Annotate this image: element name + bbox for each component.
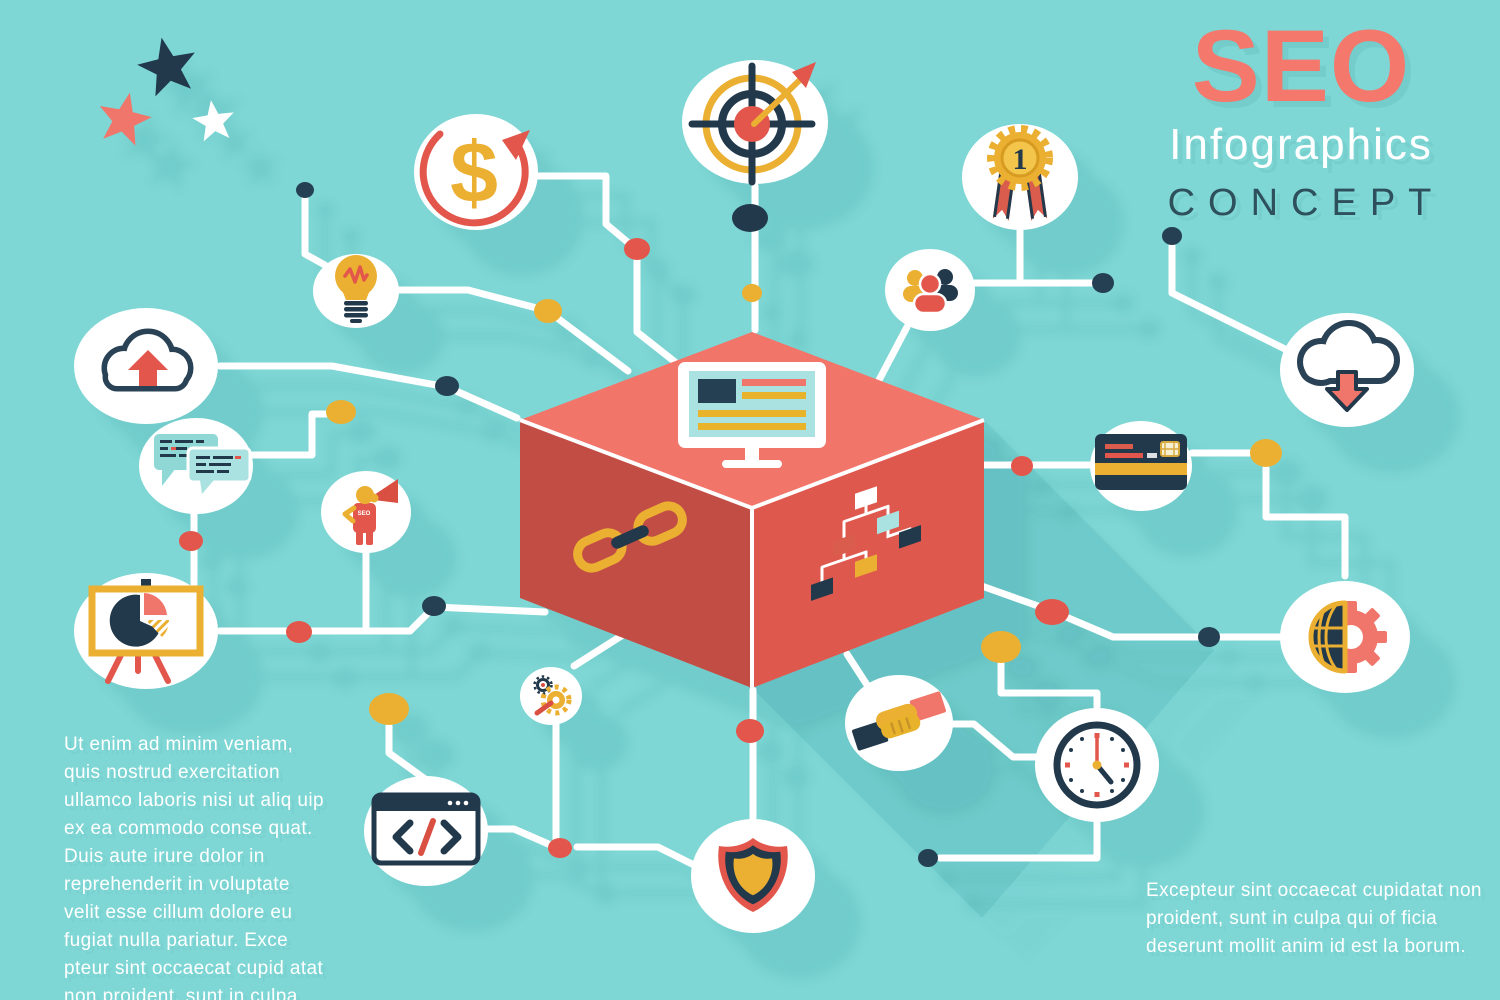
- node-tools: [520, 667, 582, 725]
- paragraph-right: Excepteur sint occaecat cupidatat non pr…: [1146, 880, 1482, 957]
- connector-dot: [1011, 456, 1033, 476]
- connector-dot: [435, 376, 459, 396]
- cloud-download-icon: [1297, 320, 1400, 412]
- node-users: [885, 249, 975, 331]
- connector-dot: [732, 204, 768, 232]
- paragraph-left: Ut enim ad minim veniam, quis nostrud ex…: [64, 734, 324, 1000]
- node-shield: [691, 819, 815, 933]
- announcer-shirt-label: SEO: [358, 511, 371, 517]
- node-chat: [139, 418, 253, 514]
- connector-dot: [918, 849, 938, 867]
- node-target: [682, 60, 828, 186]
- node-code: [364, 776, 488, 886]
- node-cloud-download: [1280, 313, 1414, 427]
- connector-dot: [1162, 227, 1182, 245]
- node-piechart: [74, 573, 218, 689]
- star-icon: [93, 87, 156, 148]
- node-clock: [1035, 708, 1159, 822]
- connector-dot: [1250, 439, 1282, 467]
- connector-dot: [548, 838, 572, 858]
- node-dollar: $: [414, 114, 538, 230]
- users-group-icon: [903, 269, 958, 315]
- connector-dot: [624, 238, 650, 260]
- star-icon: [190, 97, 238, 143]
- tools-gear-icon: [533, 675, 572, 716]
- medal-icon: 1: [987, 125, 1053, 221]
- connector-dot: [369, 693, 409, 725]
- connector-dot: [1198, 627, 1220, 647]
- clock-icon: [1053, 721, 1141, 809]
- connector-dots: [179, 182, 1282, 867]
- title-tagline: CONCEPT: [1167, 182, 1445, 225]
- pie-chart-board-icon: [88, 579, 204, 684]
- connector-dot: [1092, 273, 1114, 293]
- connector-dot: [981, 631, 1021, 663]
- node-medal: 1: [962, 124, 1078, 230]
- handshake-icon: [852, 691, 946, 751]
- star-icon: [132, 31, 203, 99]
- node-card: [1090, 421, 1192, 511]
- monitor-icon: [678, 362, 826, 468]
- node-globe-gear: [1280, 581, 1410, 693]
- cube-edges: [519, 418, 985, 688]
- node-bulb: [313, 254, 399, 328]
- seo-cube: [519, 332, 985, 688]
- shield-icon: [718, 838, 788, 912]
- code-icon: [371, 792, 481, 866]
- svg-text:$: $: [450, 125, 498, 221]
- title-subtitle: Infographics: [1169, 120, 1433, 170]
- stars-decoration: [93, 31, 238, 148]
- medal-rank-label: 1: [1013, 143, 1028, 176]
- node-handshake: [845, 675, 953, 771]
- connector-dot: [534, 299, 562, 323]
- title-main: SEO: [1191, 9, 1411, 123]
- node-announcer: SEO: [321, 471, 411, 553]
- connector-dot: [296, 182, 314, 198]
- target-icon: [688, 62, 816, 186]
- cube-shadow: [752, 420, 1214, 918]
- connector-dot: [286, 621, 312, 643]
- credit-card-icon: [1095, 434, 1187, 490]
- cloud-upload-icon: [101, 328, 194, 392]
- idea-bulb-icon: [335, 255, 377, 323]
- connector-dot: [179, 531, 203, 551]
- node-cloud-upload: [74, 308, 218, 424]
- sitemap-icon: [811, 486, 921, 601]
- globe-gear-icon: [1308, 600, 1387, 674]
- dollar-growth-icon: $: [419, 125, 530, 227]
- link-chain-icon: [573, 501, 687, 573]
- connector-dot: [1035, 599, 1069, 625]
- connector-dot: [422, 596, 446, 616]
- chat-bubbles-icon: [154, 434, 252, 494]
- connector-dot: [742, 284, 762, 302]
- announcer-icon: SEO: [342, 479, 398, 545]
- connector-dot: [736, 719, 764, 743]
- title-block: SEO Infographics CONCEPT: [1148, 14, 1454, 225]
- connector-dot: [326, 400, 356, 424]
